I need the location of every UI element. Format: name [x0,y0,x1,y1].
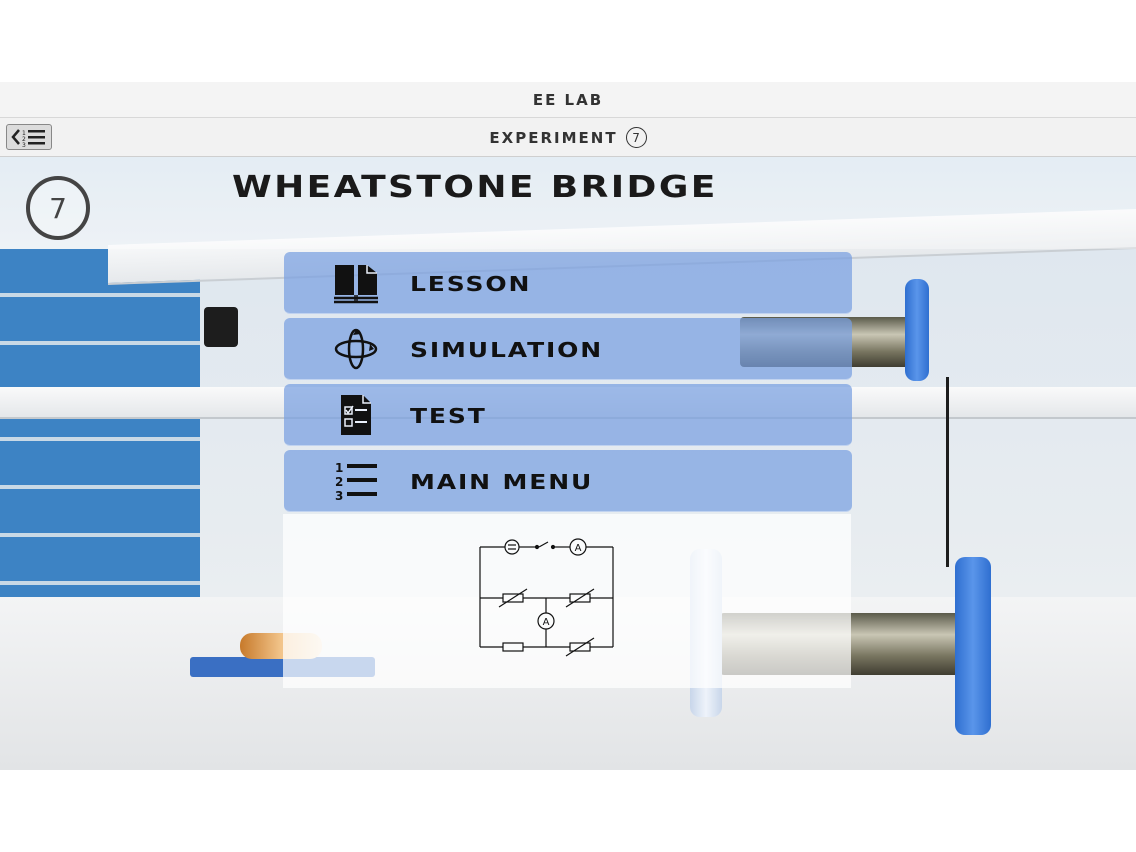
numbered-list-icon: 1 2 3 [332,458,380,504]
checklist-document-icon [332,392,380,438]
simulation-button[interactable]: SIMULATION [284,318,852,380]
ammeter-top-label: A [575,543,582,554]
nav-experiment-number: 7 [625,127,647,148]
svg-text:1: 1 [335,461,343,475]
navigation-bar: 1 2 3 EXPERIMENT 7 [0,118,1136,157]
rheostat-upper-cap [905,279,929,381]
experiment-title: WHEATSTONE BRIDGE [232,170,718,205]
test-button[interactable]: TEST [284,384,852,446]
nav-title: EXPERIMENT 7 [0,118,1136,157]
test-label: TEST [410,404,487,428]
book-icon [332,260,380,306]
rheostat-lower-cap [955,557,991,735]
lesson-button[interactable]: LESSON [284,252,852,314]
ammeter-bridge-label: A [543,617,550,628]
top-margin [0,0,1136,82]
header-overlay [0,157,1136,249]
main-menu-button[interactable]: 1 2 3 MAIN MENU [284,450,852,512]
cable [946,377,949,567]
svg-text:2: 2 [22,136,26,143]
orbit-icon [332,326,380,372]
back-list-icon: 1 2 3 [11,129,45,147]
svg-text:2: 2 [335,475,343,489]
svg-text:3: 3 [335,489,343,503]
bottom-margin [0,770,1136,852]
svg-text:1: 1 [22,130,26,137]
main-menu-label: MAIN MENU [410,470,594,494]
lesson-label: LESSON [410,272,532,296]
app-title-bar: EE LAB [0,82,1136,118]
simulation-label: SIMULATION [410,338,604,362]
circuit-diagram-panel: A A [283,514,851,688]
back-button[interactable]: 1 2 3 [6,124,52,150]
nav-title-text: EXPERIMENT [489,128,618,147]
wheatstone-circuit-diagram: A A [479,538,614,657]
app-title: EE LAB [532,90,604,109]
power-adapter [204,307,238,347]
svg-text:3: 3 [22,142,26,147]
experiment-number-badge: 7 [26,176,90,240]
